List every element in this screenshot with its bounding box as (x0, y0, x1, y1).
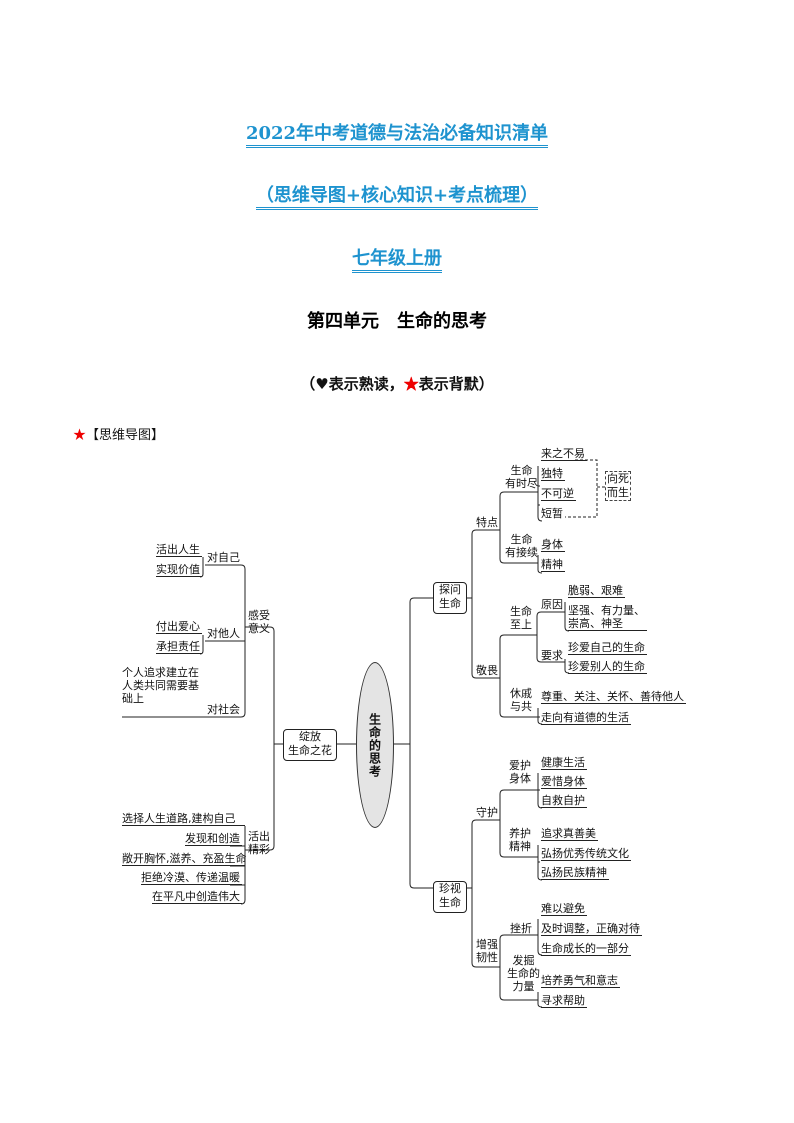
star-icon: ★ (73, 428, 87, 443)
leaf: 发现和创造 (185, 832, 242, 846)
node-resilience: 增强 韧性 (476, 938, 498, 964)
grade-title: 七年级上册 (0, 244, 794, 273)
leaf: 活出人生 (156, 543, 202, 557)
node-feel-meaning: 感受 意义 (248, 609, 270, 635)
leaf: 承担责任 (156, 640, 202, 654)
leaf: 个人追求建立在 人类共同需要基 础上 (122, 666, 199, 705)
leaf: 拒绝冷漠、传递温暖 (141, 871, 242, 885)
center-node: 生命的思考 (356, 662, 394, 828)
leaf: 短暂 (541, 507, 563, 520)
leaf: 脆弱、艰难 (568, 584, 625, 598)
node-reason: 原因 (541, 598, 563, 611)
leaf: 培养勇气和意志 (541, 974, 620, 988)
leaf: 走向有道德的生活 (541, 711, 631, 725)
node-for-self: 对自己 (207, 551, 240, 564)
leaf: 独特 (541, 467, 565, 481)
node-toward-death: 向死 而生 (605, 471, 631, 501)
leaf: 难以避免 (541, 902, 587, 916)
document-title: 2022年中考道德与法治必备知识清单 (0, 119, 794, 148)
leaf: 尊重、关注、关怀、善待他人 (541, 690, 686, 704)
star-icon: ★ (403, 375, 419, 393)
node-limited: 生命 有时尽 (505, 464, 538, 490)
leaf: 来之不易 (541, 447, 587, 461)
leaf: 珍爱别人的生命 (568, 660, 647, 674)
leaf: 实现价值 (156, 563, 202, 577)
node-supreme: 生命 至上 (510, 605, 532, 631)
node-body: 爱护 身体 (509, 759, 531, 785)
node-for-society: 对社会 (207, 703, 240, 716)
leaf: 追求真善美 (541, 827, 598, 841)
leaf: 珍爱自己的生命 (568, 641, 647, 655)
leaf: 健康生活 (541, 756, 587, 770)
leaf: 自救自护 (541, 794, 587, 808)
leaf: 及时调整，正确对待 (541, 922, 642, 936)
node-cherish-life: 珍视 生命 (433, 881, 467, 913)
node-bloom-life: 绽放 生命之花 (283, 729, 337, 761)
node-require: 要求 (541, 649, 563, 662)
leaf: 选择人生道路,建构自己 (122, 812, 245, 826)
node-shared: 休戚 与共 (510, 687, 532, 713)
node-guard: 守护 (476, 806, 498, 819)
leaf: 不可逆 (541, 487, 576, 501)
node-features: 特点 (476, 516, 498, 529)
leaf: 精神 (541, 558, 565, 572)
node-continued: 生命 有接续 (505, 533, 538, 559)
leaf: 爱惜身体 (541, 775, 587, 789)
leaf: 敞开胸怀,滋养、充盈生命 (122, 852, 247, 866)
leaf: 在平凡中创造伟大 (152, 890, 242, 904)
leaf: 弘扬优秀传统文化 (541, 847, 631, 861)
legend: （♥表示熟读，★表示背默） (300, 375, 494, 393)
node-live-wonderful: 活出 精彩 (248, 830, 270, 856)
node-explore-life: 探问 生命 (433, 582, 467, 614)
node-awe: 敬畏 (476, 664, 498, 677)
leaf: 坚强、有力量、 崇高、神圣 (568, 604, 647, 631)
heart-icon: ♥ (315, 375, 329, 393)
node-for-others: 对他人 (207, 627, 240, 640)
unit-title: 第四单元 生命的思考 (307, 311, 487, 332)
leaf: 付出爱心 (156, 620, 202, 634)
leaf: 身体 (541, 538, 565, 552)
node-setback: 挫折 (510, 922, 532, 935)
mindmap-heading: ★【思维导图】 (73, 428, 165, 443)
leaf: 弘扬民族精神 (541, 866, 609, 880)
leaf: 寻求帮助 (541, 994, 587, 1008)
node-spirit: 养护 精神 (509, 827, 531, 853)
document-subtitle: （思维导图+核心知识+考点梳理） (0, 181, 794, 210)
node-power: 发掘 生命的 力量 (507, 954, 540, 993)
leaf: 生命成长的一部分 (541, 942, 631, 956)
